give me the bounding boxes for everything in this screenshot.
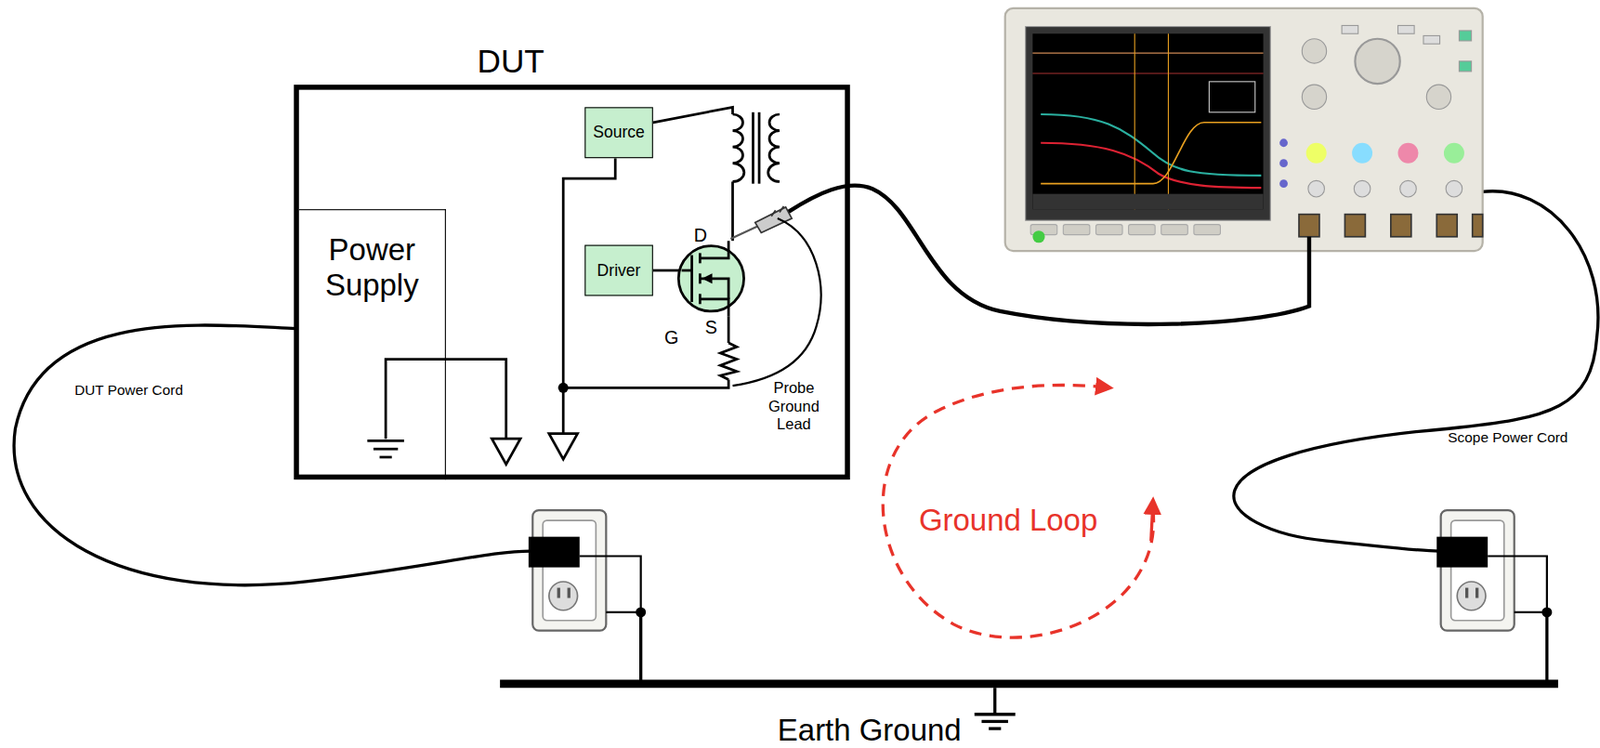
ground-symbol [549,433,578,460]
pin-label: D [694,225,708,249]
ground-symbol [491,438,521,464]
ground-loop-arrow [1151,499,1154,541]
earth-ground-symbol [974,687,1016,729]
resistor-symbol [720,342,737,381]
driver-box: Driver [584,245,654,297]
box-label: Power Supply [304,232,439,303]
transformer [733,112,781,184]
earth-ground-bar [499,679,1559,688]
power-plug [1436,537,1488,568]
dut-power-cord [13,325,531,586]
box-heading: DUT [299,42,846,80]
probe-cable [787,185,1310,325]
power-supply-grounds [367,359,506,458]
source-box: Source [584,106,654,158]
box-label: Driver [597,261,642,280]
box-label: Source [592,123,645,143]
cord-label: Scope Power Cord [1447,428,1568,446]
mosfet-symbol [678,240,744,316]
oscilloscope [1005,8,1483,251]
probe-ground-lead [733,218,822,386]
scope-probe [730,206,792,239]
dut-box: DUTSourceDriverPower Supply [293,84,851,480]
earth-ground-label: Earth Ground [777,712,962,748]
pin-label: G [664,327,679,351]
power-supply-box: Power Supply [299,209,446,480]
callout-label: Probe Ground Lead [752,378,835,433]
power-plug [528,537,580,568]
wall-outlet [1436,510,1552,682]
ground-loop-arrow [882,385,1154,639]
pin-label: S [705,317,718,341]
ground-loop-label: Ground Loop [918,501,1098,539]
cord-label: DUT Power Cord [74,380,184,398]
wall-outlet [528,510,646,682]
junction-dot [558,382,569,394]
